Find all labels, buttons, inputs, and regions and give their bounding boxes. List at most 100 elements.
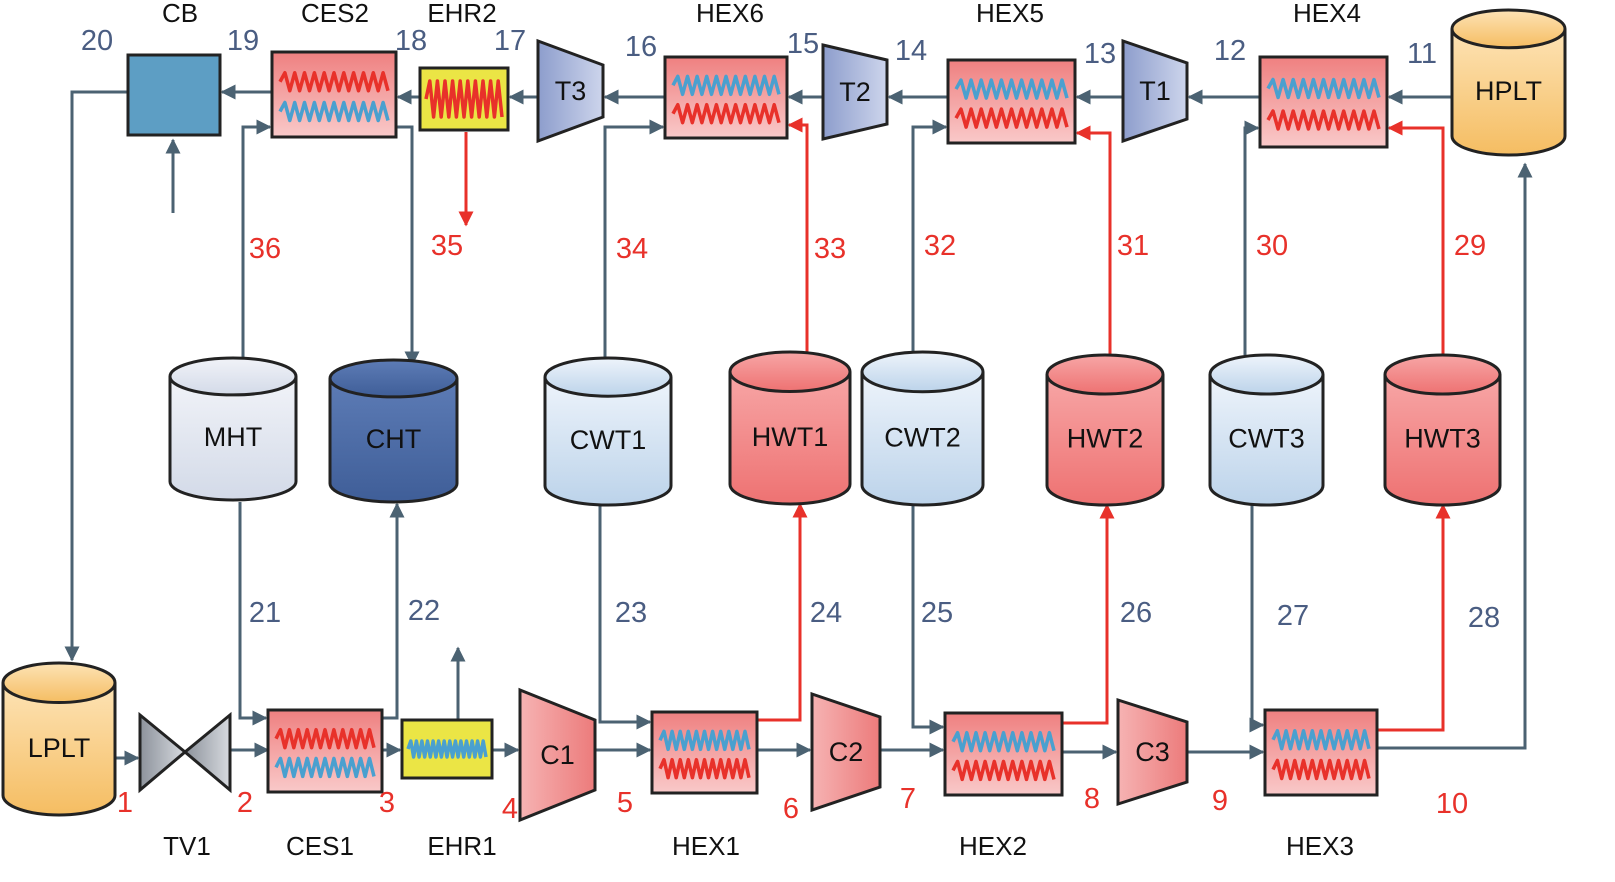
tank-top [1,661,117,705]
flow-line [1377,162,1533,750]
heat-exchanger-hex3 [1263,708,1379,797]
wave-icon [274,756,376,779]
wave-icon [278,71,390,93]
wave-icon [1271,729,1371,751]
stream-number-29: 29 [1454,230,1486,262]
stream-number-23: 23 [615,597,647,629]
stream-number-34: 34 [616,233,648,265]
component-label-lplt: LPLT [28,733,91,763]
wave-icon [424,79,504,119]
component-label-ces1: CES1 [286,831,354,861]
valve-tv1-left [138,711,188,794]
component-label-mht: MHT [204,422,262,452]
compressor-c1 [518,687,597,823]
component-label-hwt1: HWT1 [752,422,829,452]
heat-exchanger-hex6 [663,55,789,140]
stream-number-7: 7 [900,783,916,815]
component-label-hex2: HEX2 [959,831,1027,861]
tank-top [1208,353,1325,396]
component-label-cwt3: CWT3 [1228,424,1305,454]
tank-cwt1 [543,377,673,507]
heat-exchanger-hex1 [650,710,759,795]
stream-number-30: 30 [1256,230,1288,262]
flow-line [238,502,268,726]
wave-icon [671,74,781,97]
tank-hwt2 [1045,374,1165,507]
stream-number-12: 12 [1214,35,1246,67]
valve-tv1-right [182,711,232,794]
tank-top [1383,353,1502,396]
component-label-c1: C1 [540,740,575,770]
stream-number-18: 18 [395,25,427,57]
wave-icon [658,729,751,752]
component-label-hplt: HPLT [1475,76,1542,106]
stream-number-14: 14 [895,35,927,67]
stream-number-6: 6 [783,793,799,825]
tank-top [543,356,673,398]
wave-icon [954,78,1069,100]
tank-top [328,358,459,399]
stream-number-9: 9 [1212,785,1228,817]
heat-exchanger-ces2 [270,50,398,139]
wave-icon [1266,109,1381,131]
component-label-ehr2: EHR2 [427,0,496,28]
stream-number-16: 16 [625,31,657,63]
stream-number-31: 31 [1117,230,1149,262]
hot-flow-line [1377,503,1451,732]
flow-line [1249,505,1265,733]
hot-flow-line [787,117,809,355]
stream-number-22: 22 [408,595,440,627]
flow-line [911,119,948,355]
component-label-hwt3: HWT3 [1404,424,1481,454]
flow-line [598,505,652,730]
compressor-c2 [810,691,882,813]
component-label-tv1: TV1 [163,831,211,861]
stream-number-20: 20 [81,25,113,57]
component-label-cwt1: CWT1 [570,425,647,455]
stream-number-32: 32 [924,230,956,262]
stream-number-19: 19 [227,25,259,57]
stream-number-24: 24 [810,597,842,629]
flow-line [241,119,272,360]
stream-number-13: 13 [1084,38,1116,70]
tank-mht [168,376,298,502]
component-label-hex3: HEX3 [1286,831,1354,861]
turbine-t3 [536,38,605,144]
tank-cht [328,378,459,504]
wave-icon [1271,758,1371,781]
tank-top [860,350,985,394]
flow-line [64,90,128,662]
stream-number-35: 35 [431,230,463,262]
tank-top [728,350,852,394]
flow-line [382,502,405,720]
stream-number-4: 4 [502,793,518,825]
turbine-t2 [821,43,889,141]
wave-icon [406,739,488,759]
wave-icon [278,100,390,123]
component-label-ces2: CES2 [301,0,369,28]
stream-number-27: 27 [1277,600,1309,632]
tank-top [168,356,298,397]
hot-flow-line [1062,503,1115,725]
hot-flow-line [757,502,808,722]
combustor-cb [126,53,222,137]
tank-hplt [1450,28,1567,157]
component-label-cwt2: CWT2 [884,422,961,452]
component-label-hex4: HEX4 [1293,0,1361,28]
flow-line [603,119,665,360]
wave-icon [658,757,751,780]
stream-number-2: 2 [237,787,253,819]
flow-line [1243,120,1260,355]
component-label-c3: C3 [1135,737,1170,767]
heat-exchanger-hex4 [1258,55,1389,149]
stream-number-33: 33 [814,233,846,265]
stream-number-10: 10 [1436,788,1468,820]
wave-icon [1266,77,1381,100]
wave-icon [274,727,376,750]
tank-lplt [1,682,117,817]
turbine-t1 [1121,38,1189,144]
tank-cwt3 [1208,374,1325,507]
component-label-c2: C2 [829,737,864,767]
component-label-hex1: HEX1 [672,831,740,861]
